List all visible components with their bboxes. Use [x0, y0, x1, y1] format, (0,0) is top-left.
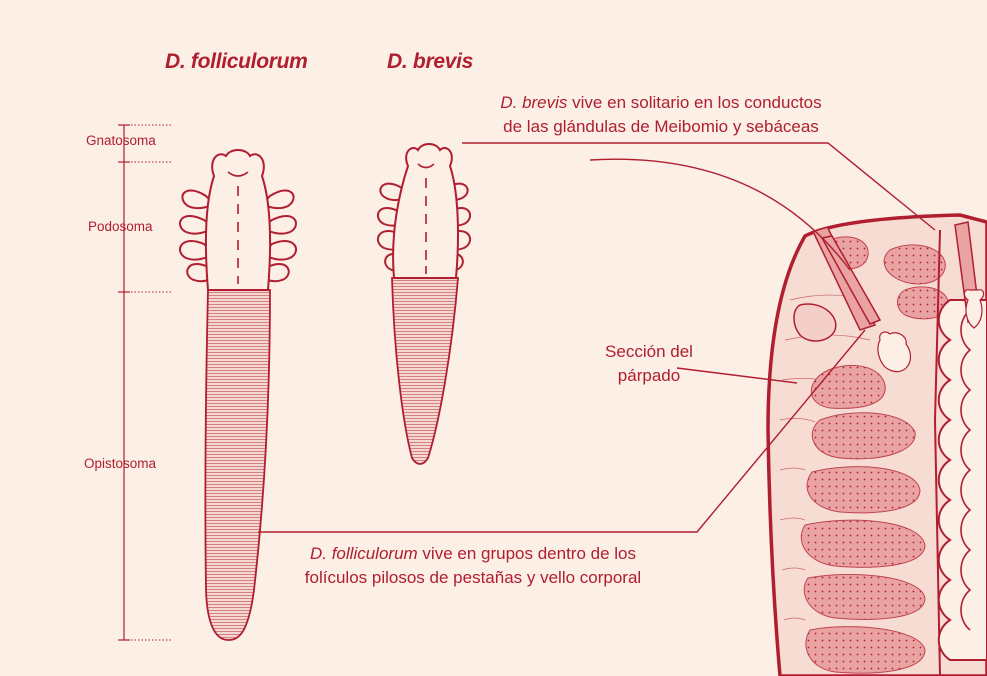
- eyelid-caption: Sección del párpado: [590, 340, 708, 388]
- folliculorum-caption-text-2: folículos pilosos de pestañas y vello co…: [285, 566, 661, 590]
- folliculorum-caption: D. folliculorum vive en grupos dentro de…: [285, 542, 661, 590]
- folliculorum-caption-text-1: vive en grupos dentro de los: [422, 544, 636, 563]
- folliculorum-caption-species: D. folliculorum: [310, 544, 418, 563]
- label-podosoma: Podosoma: [88, 219, 153, 234]
- folliculorum-caption-line-1: D. folliculorum vive en grupos dentro de…: [285, 542, 661, 566]
- eyelid-section: [768, 215, 987, 676]
- brevis-caption-species: D. brevis: [500, 93, 567, 112]
- eyelid-caption-line-2: párpado: [590, 364, 708, 388]
- folliculorum-mite: [180, 150, 296, 640]
- brevis-leader: [462, 143, 935, 230]
- title-folliculorum: D. folliculorum: [165, 50, 308, 74]
- brevis-caption: D. brevis vive en solitario en los condu…: [471, 91, 851, 139]
- brevis-caption-line-1: D. brevis vive en solitario en los condu…: [471, 91, 851, 115]
- folliculorum-opisthosoma: [205, 290, 270, 640]
- brevis-caption-text-2: de las glándulas de Meibomio y sebáceas: [471, 115, 851, 139]
- title-brevis: D. brevis: [387, 50, 473, 74]
- brevis-mite: [378, 144, 470, 464]
- label-gnathosoma: Gnatosoma: [86, 133, 156, 148]
- eyelid-caption-line-1: Sección del: [590, 340, 708, 364]
- segment-ruler: [118, 125, 172, 640]
- label-opisthosoma: Opistosoma: [84, 456, 156, 471]
- brevis-opisthosoma: [392, 278, 458, 464]
- brevis-caption-text-1: vive en solitario en los conductos: [572, 93, 821, 112]
